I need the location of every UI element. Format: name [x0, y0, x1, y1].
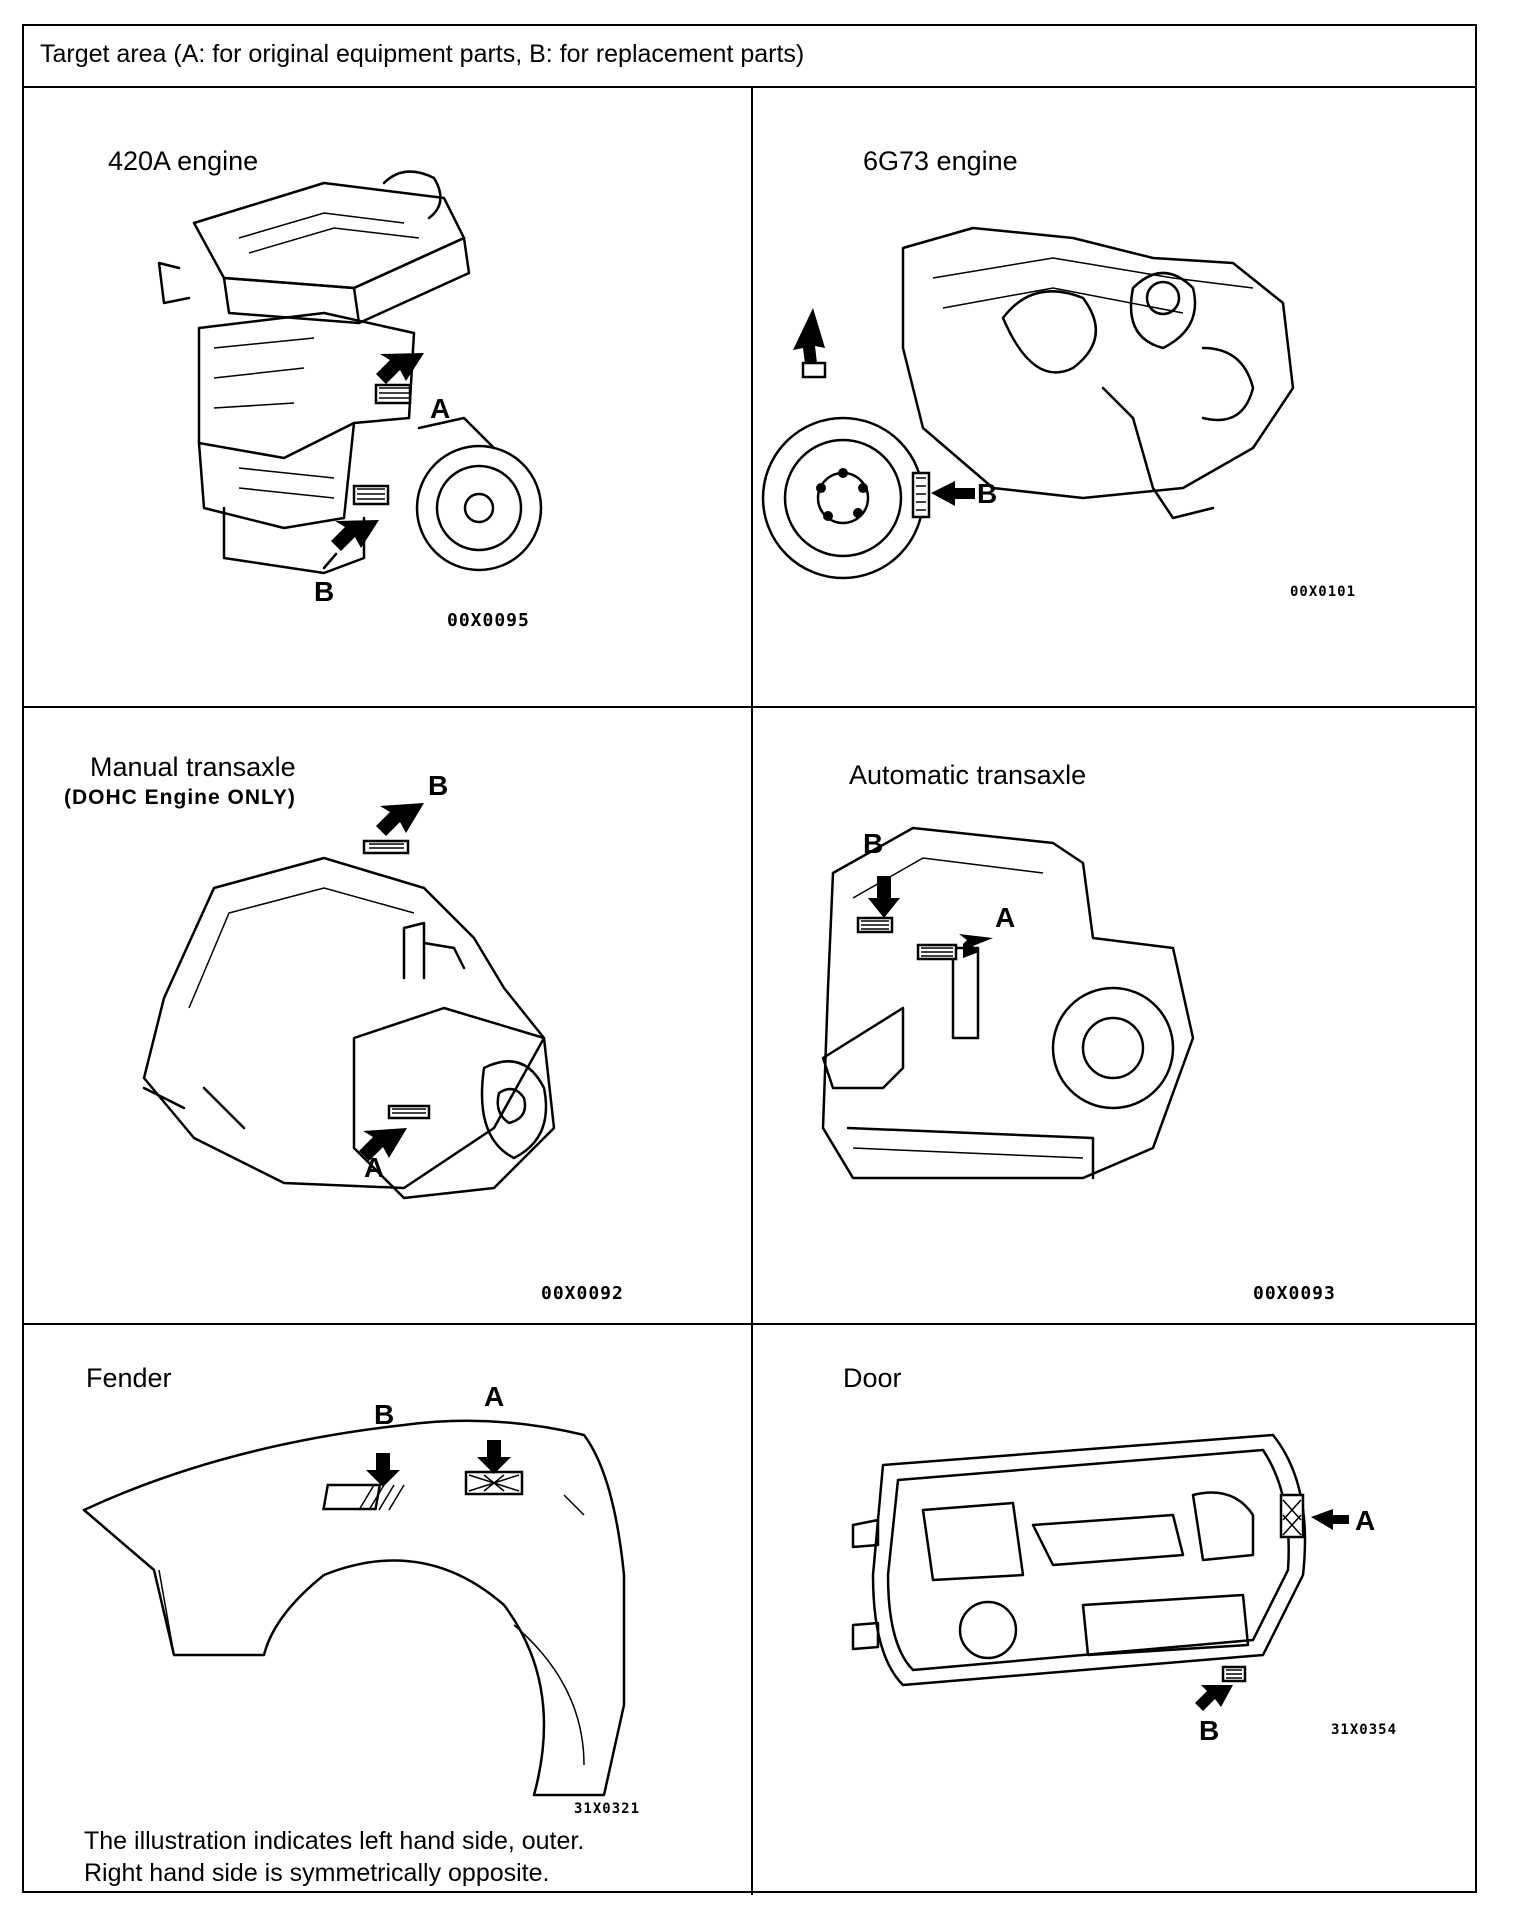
cell-title: 420A engine: [108, 146, 259, 176]
automatic-transaxle-illustration: [821, 826, 1195, 1180]
note-line-1: The illustration indicates left hand sid…: [84, 1827, 585, 1855]
label-b: B: [863, 828, 884, 859]
cell-title: Fender: [86, 1363, 172, 1393]
header: Target area (A: for original equipment p…: [24, 26, 1475, 88]
figure-code: 00X0101: [1290, 584, 1357, 600]
label-a: A: [484, 1381, 505, 1412]
label-a: A: [364, 1152, 385, 1183]
cell-title: Manual transaxle: [90, 752, 296, 782]
cell-title: 6G73 engine: [863, 146, 1018, 176]
label-a: A: [430, 393, 451, 424]
engine-420a-illustration: [157, 170, 543, 575]
cell-420a-engine: 420A engine: [24, 88, 751, 706]
cell-subtitle: (DOHC Engine ONLY): [64, 786, 296, 809]
door-illustration: [851, 1433, 1349, 1711]
cell-title: Automatic transaxle: [849, 760, 1087, 790]
cell-fender: Fender B A 31X0321 The illustration indi…: [24, 1325, 751, 1893]
cell-manual-transaxle: Manual transaxle (DOHC Engine ONLY) B A …: [24, 708, 751, 1323]
label-b: B: [314, 576, 335, 607]
figure-code: 31X0321: [574, 1801, 641, 1817]
figure-code: 31X0354: [1331, 1722, 1398, 1738]
cell-6g73-engine: 6G73 engine A B 0: [753, 88, 1477, 706]
target-area-sheet: Target area (A: for original equipment p…: [22, 24, 1477, 1895]
cell-title: Door: [843, 1363, 902, 1393]
label-b: B: [977, 478, 998, 509]
label-a: A: [1355, 1505, 1376, 1536]
fender-illustration: [82, 1419, 626, 1797]
figure-code: 00X0095: [447, 610, 530, 631]
label-a: A: [801, 316, 822, 347]
note-line-2: Right hand side is symmetrically opposit…: [84, 1859, 550, 1887]
label-a: A: [995, 902, 1016, 933]
figure-code: 00X0093: [1253, 1283, 1336, 1304]
grid-divider-row1: [24, 706, 1477, 708]
label-b: B: [428, 770, 449, 801]
header-title: Target area (A: for original equipment p…: [40, 40, 805, 68]
grid-divider-vertical: [751, 88, 753, 1895]
grid-divider-row2: [24, 1323, 1477, 1325]
manual-transaxle-illustration: [142, 803, 556, 1200]
label-b: B: [1199, 1715, 1220, 1746]
cell-door: Door A B 31X0354: [753, 1325, 1477, 1893]
label-b: B: [374, 1399, 395, 1430]
figure-code: 00X0092: [541, 1283, 624, 1304]
cell-automatic-transaxle: Automatic transaxle B A 00X0093: [753, 708, 1477, 1323]
engine-6g73-illustration: [761, 226, 1295, 580]
